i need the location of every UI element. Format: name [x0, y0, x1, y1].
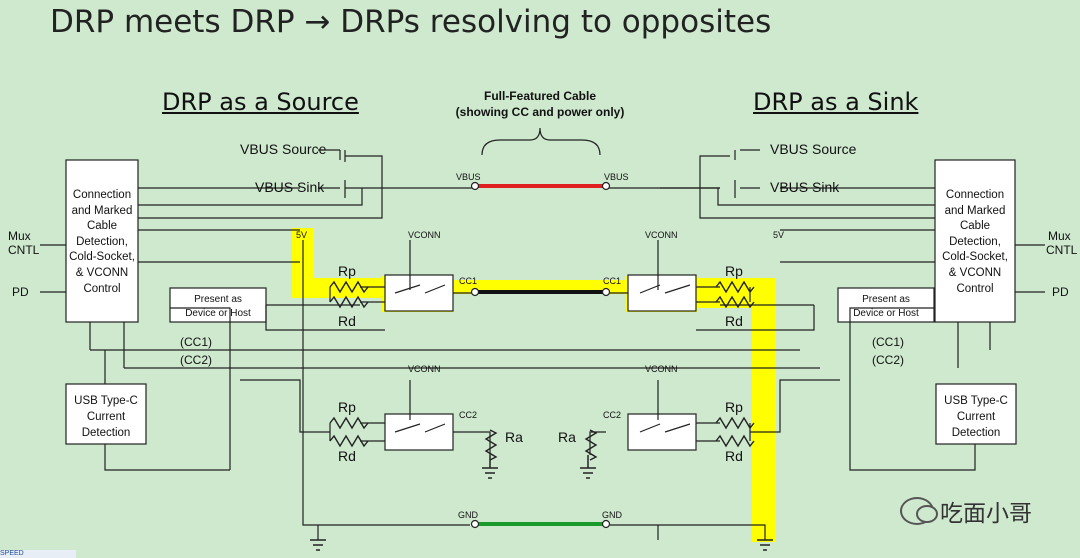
right-control-line-6: & VCONN [949, 267, 1001, 279]
right-rp-label-2: Rp [725, 399, 743, 415]
left-control-line-5: Cold-Socket, [69, 251, 135, 263]
right-gnd-label: GND [602, 510, 623, 520]
right-usb-line-3: Detection [952, 427, 1001, 439]
right-rd-label-1: Rd [725, 313, 743, 329]
right-usb-line-1: USB Type-C [944, 395, 1008, 407]
left-vconn-label-1: VCONN [408, 230, 441, 240]
left-vbus-label: VBUS [456, 172, 481, 182]
left-usb-box [65, 383, 147, 445]
left-vbus-sink-label: VBUS Sink [255, 179, 325, 195]
left-usb-line-3: Detection [82, 427, 131, 439]
page-title: DRP meets DRP → DRPs resolving to opposi… [50, 4, 772, 40]
left-rd-label-2: Rd [338, 448, 356, 464]
right-usb-box [935, 383, 1017, 445]
right-control-line-5: Cold-Socket, [942, 251, 1008, 263]
left-5v-label: 5V [296, 230, 307, 240]
left-ra-label: Ra [505, 429, 523, 445]
left-rp-label-2: Rp [338, 399, 356, 415]
right-5v-label: 5V [773, 230, 784, 240]
right-control-line-1: Connection [946, 189, 1004, 201]
right-cc2-label: CC2 [603, 410, 621, 420]
left-control-line-2: and Marked [72, 205, 133, 217]
right-cc2-switch [627, 413, 697, 451]
left-cntl-label: CNTL [8, 243, 40, 257]
left-cc2-label: CC2 [459, 410, 477, 420]
left-control-line-6: & VCONN [76, 267, 128, 279]
right-control-line-3: Cable [960, 220, 990, 232]
wechat-icon [900, 497, 938, 525]
right-vbus-sink-label: VBUS Sink [770, 179, 840, 195]
right-vconn-label-1: VCONN [645, 230, 678, 240]
ground-symbols [310, 455, 773, 551]
right-cc2-paren: (CC2) [872, 353, 904, 367]
watermark: 吃面小哥 [900, 494, 1032, 528]
left-vbus-source-label: VBUS Source [240, 141, 327, 157]
right-present-line-2: Device or Host [853, 308, 919, 319]
right-rp-label-1: Rp [725, 263, 743, 279]
right-vbus-label: VBUS [604, 172, 629, 182]
right-usb-line-2: Current [957, 411, 996, 423]
left-present-line-1: Present as [194, 294, 242, 305]
right-present-line-1: Present as [862, 294, 910, 305]
cable-subtitle: (showing CC and power only) [456, 105, 625, 119]
right-control-box [934, 159, 1016, 323]
left-heading: DRP as a Source [162, 88, 359, 116]
left-control-line-3: Cable [87, 220, 117, 232]
left-present-line-2: Device or Host [185, 308, 251, 319]
right-mux-label: Mux [1048, 229, 1071, 243]
left-present-box [169, 287, 267, 323]
left-rp-label-1: Rp [338, 263, 356, 279]
right-cc1-paren: (CC1) [872, 335, 904, 349]
left-usb-line-1: USB Type-C [74, 395, 138, 407]
left-rd-label-1: Rd [338, 313, 356, 329]
right-cc1-label: CC1 [603, 276, 621, 286]
right-pd-label: PD [1052, 285, 1069, 299]
logo: SPEED [0, 550, 76, 558]
left-pd-label: PD [12, 285, 29, 299]
left-control-line-7: Control [83, 283, 120, 295]
right-vbus-source-label: VBUS Source [770, 141, 857, 157]
right-ra-label: Ra [558, 429, 576, 445]
left-cc1-paren: (CC1) [180, 335, 212, 349]
right-rd-label-2: Rd [725, 448, 743, 464]
left-control-line-1: Connection [73, 189, 131, 201]
left-control-box [65, 159, 139, 323]
left-usb-line-2: Current [87, 411, 126, 423]
left-cc2-paren: (CC2) [180, 353, 212, 367]
right-control-line-2: and Marked [945, 205, 1006, 217]
left-cc1-label: CC1 [459, 276, 477, 286]
right-control-line-4: Detection, [949, 236, 1001, 248]
left-vconn-label-2: VCONN [408, 364, 441, 374]
left-gnd-label: GND [458, 510, 479, 520]
right-control-line-7: Control [956, 283, 993, 295]
right-heading: DRP as a Sink [753, 88, 919, 116]
cable-brace [481, 127, 601, 156]
resistors [329, 280, 755, 461]
cable-title: Full-Featured Cable [484, 89, 596, 103]
left-control-line-4: Detection, [76, 236, 128, 248]
watermark-text: 吃面小哥 [940, 501, 1032, 527]
right-vconn-label-2: VCONN [645, 364, 678, 374]
right-present-box [837, 287, 935, 323]
right-cntl-label: CNTL [1046, 243, 1078, 257]
highlight-path [292, 228, 776, 542]
left-mux-label: Mux [8, 229, 31, 243]
right-cc1-switch [627, 274, 697, 312]
